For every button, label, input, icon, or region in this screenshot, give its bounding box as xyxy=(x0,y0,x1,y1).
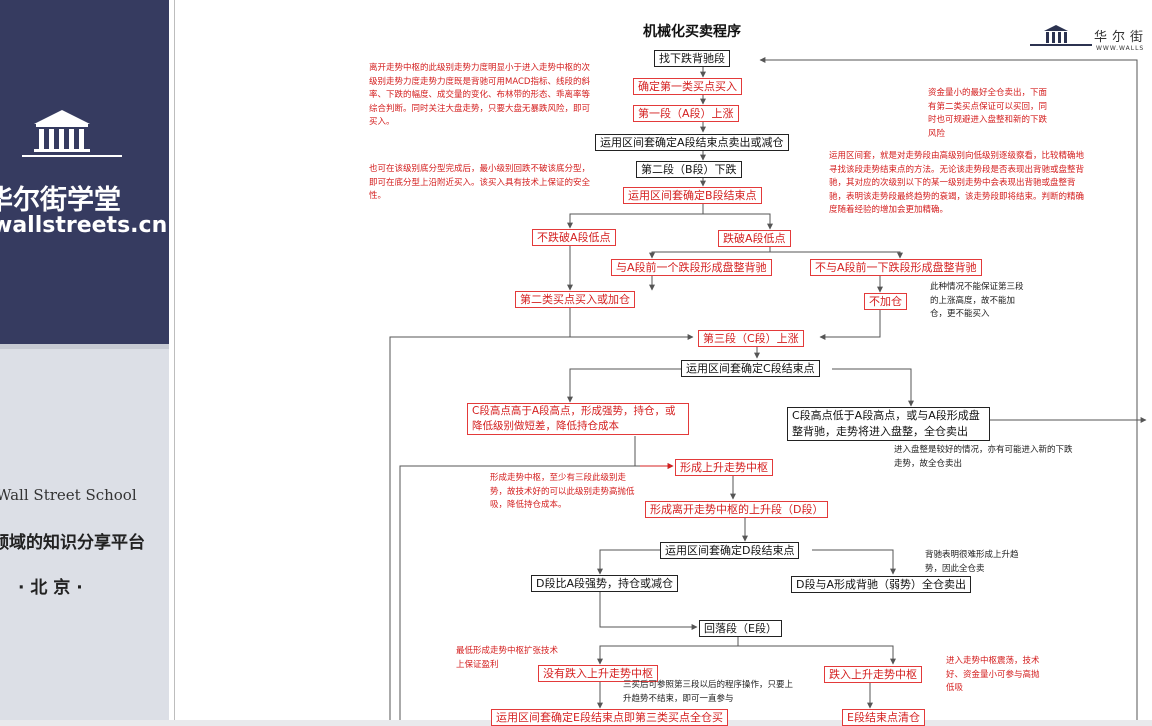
node-rising-pivot: 形成上升走势中枢 xyxy=(675,459,773,476)
node-segment-b: 第二段（B段）下跌 xyxy=(636,161,742,178)
node-segment-a: 第一段（A段）上涨 xyxy=(633,105,739,122)
left-panel: 华尔街学堂 wallstreets.cn Wall Street School … xyxy=(0,0,169,720)
node-segment-e: 回落段（E段） xyxy=(699,620,782,637)
node-consolidation-divergence: 与A段前一个跌段形成盘整背驰 xyxy=(611,259,772,276)
panel-divider xyxy=(0,344,169,349)
logo-chinese-name: 华尔街学堂 xyxy=(0,185,121,216)
brand-panel xyxy=(0,0,169,344)
node-find-divergence: 找下跌背驰段 xyxy=(654,50,730,67)
page-border xyxy=(174,0,175,720)
info-panel xyxy=(0,349,169,720)
node-not-break-a-low: 不跌破A段低点 xyxy=(532,229,616,246)
diagram-title: 机械化买卖程序 xyxy=(643,24,741,40)
node-no-add: 不加仓 xyxy=(864,293,907,310)
node-e-end-clear: E段结束点清仓 xyxy=(842,709,925,726)
node-into-pivot: 跌入上升走势中枢 xyxy=(824,666,922,683)
node-buy-point-2: 第二类买点买入或加仓 xyxy=(515,291,635,308)
node-a-end-sell: 运用区间套确定A段结束点卖出或减仓 xyxy=(595,134,789,151)
slogan: 领域的知识分享平台 xyxy=(0,533,145,553)
city-label: · 北 京 · xyxy=(18,578,83,598)
node-e-end-buy-3: 运用区间套确定E段结束点即第三类买点全仓买 xyxy=(491,709,728,726)
node-segment-d: 形成离开走势中枢的上升段（D段） xyxy=(645,501,829,518)
brand-url: WWW.WALLS xyxy=(1096,45,1145,52)
node-c-lower-than-a: C段高点低于A段高点，或与A段形成盘整背驰，走势将进入盘整，全仓卖出 xyxy=(787,407,990,441)
node-break-a-low: 跌破A段低点 xyxy=(718,230,791,247)
school-name: Wall Street School xyxy=(0,486,137,504)
node-b-end: 运用区间套确定B段结束点 xyxy=(623,187,762,204)
note-pivot-expansion: 最低形成走势中枢扩张技术上保证盈利 xyxy=(456,646,559,670)
node-d-divergence-sell: D段与A形成背驰（弱势）全仓卖出 xyxy=(791,576,971,593)
note-consolidation: 进入盘整是较好的情况，亦有可能进入新的下跌走势，故全仓卖出 xyxy=(894,445,1073,469)
note-pivot-oscillation: 进入走势中枢震荡，技术好、资金量小可参与高抛低吸 xyxy=(946,656,1040,693)
node-buy-point-1: 确定第一类买点买入 xyxy=(633,78,742,95)
note-no-add-reason: 此种情况不能保证第三段的上涨高度，故不能加仓，更不能买入 xyxy=(930,282,1024,319)
node-not-into-pivot: 没有跌入上升走势中枢 xyxy=(538,665,658,682)
note-pivot-trading: 形成走势中枢，至少有三段此级别走势，故技术好的可以此级别走势高抛低吸，降低持仓成… xyxy=(490,473,635,510)
node-no-consolidation-divergence: 不与A段前一下跌段形成盘整背驰 xyxy=(810,259,982,276)
brand-logo-icon xyxy=(1030,25,1092,46)
note-buy-3-follow: 三买后可参照第三段以后的程序操作，只要上升趋势不结束，即可一直参与 xyxy=(623,680,794,704)
brand-name: 华尔街 xyxy=(1094,30,1149,45)
logo-domain: wallstreets.cn xyxy=(0,213,168,238)
note-small-capital: 资金量小的最好全仓卖出，下面有第二类买点保证可以买回，同时也可规避进入盘整和新的… xyxy=(928,88,1048,139)
node-c-end: 运用区间套确定C段结束点 xyxy=(681,360,820,377)
bank-logo-icon xyxy=(22,110,122,157)
note-fractal-buy: 也可在该级别底分型完成后，最小级别回跌不破该底分型，即可在底分型上沿附近买入。该… xyxy=(369,164,591,201)
note-divergence-sell: 背驰表明很难形成上升趋势，因此全仓卖 xyxy=(925,550,1019,574)
node-segment-c: 第三段（C段）上涨 xyxy=(698,330,804,347)
node-d-end: 运用区间套确定D段结束点 xyxy=(660,542,800,559)
note-interval-nesting: 运用区间套，就是对走势段由高级别向低级别逐级察看，比较精确地寻找该段走势结束点的… xyxy=(829,151,1085,215)
node-d-stronger: D段比A段强势，持仓或减仓 xyxy=(531,575,678,592)
note-divergence-criteria: 离开走势中枢的此级别走势力度明显小于进入走势中枢的次级别走势力度走势力度既是背驰… xyxy=(369,63,591,127)
node-c-higher-than-a: C段高点高于A段高点，形成强势，持仓，或降低级别做短差，降低持仓成本 xyxy=(467,403,689,435)
